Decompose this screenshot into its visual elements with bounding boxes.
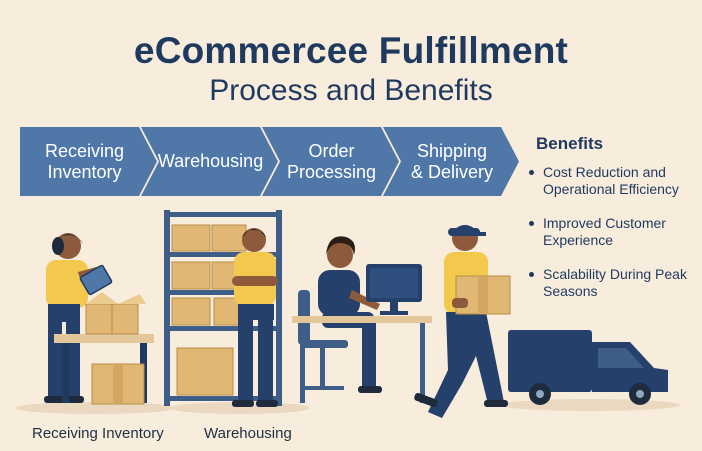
warehouse-worker (232, 228, 278, 407)
carried-box (452, 275, 511, 315)
step-label: Shipping & Delivery (410, 140, 494, 182)
benefits-heading: Benefits (536, 134, 604, 153)
benefit-item: Scalability During Peak Seasons (528, 266, 698, 300)
step-warehousing: Warehousing (141, 127, 278, 196)
warehouse-shelf (164, 210, 282, 406)
delivery-truck-icon (508, 330, 668, 405)
step-label: Warehousing (157, 151, 264, 171)
floor-shadow (15, 402, 175, 414)
step-shipping-delivery: Shipping & Delivery (383, 127, 519, 196)
floor-box (91, 363, 145, 405)
shelf-boxes (171, 224, 247, 396)
step-order-processing: Order Processing (262, 127, 399, 196)
caption-receiving-inventory: Receiving Inventory (32, 425, 164, 442)
step-label: Order Processing (286, 140, 377, 182)
computer-monitor-icon (366, 264, 422, 315)
open-box (85, 292, 146, 335)
page-subtitle: Process and Benefits (209, 74, 493, 107)
benefit-item: Improved Customer Experience (528, 215, 698, 249)
office-worker (318, 236, 382, 393)
step-receiving-inventory: Receiving Inventory (20, 127, 157, 196)
floor-shadow (500, 399, 680, 411)
step-label: Receiving Inventory (44, 140, 125, 182)
page-title: eCommercee Fulfillment (133, 30, 569, 71)
benefits-list: Cost Reduction and Operational Efficienc… (528, 164, 698, 300)
benefits-panel: Benefits Cost Reduction and Operational … (528, 134, 698, 317)
caption-warehousing: Warehousing (204, 425, 292, 442)
tablet-icon (79, 264, 113, 296)
benefit-item: Cost Reduction and Operational Efficienc… (528, 164, 698, 198)
desk (292, 316, 432, 403)
